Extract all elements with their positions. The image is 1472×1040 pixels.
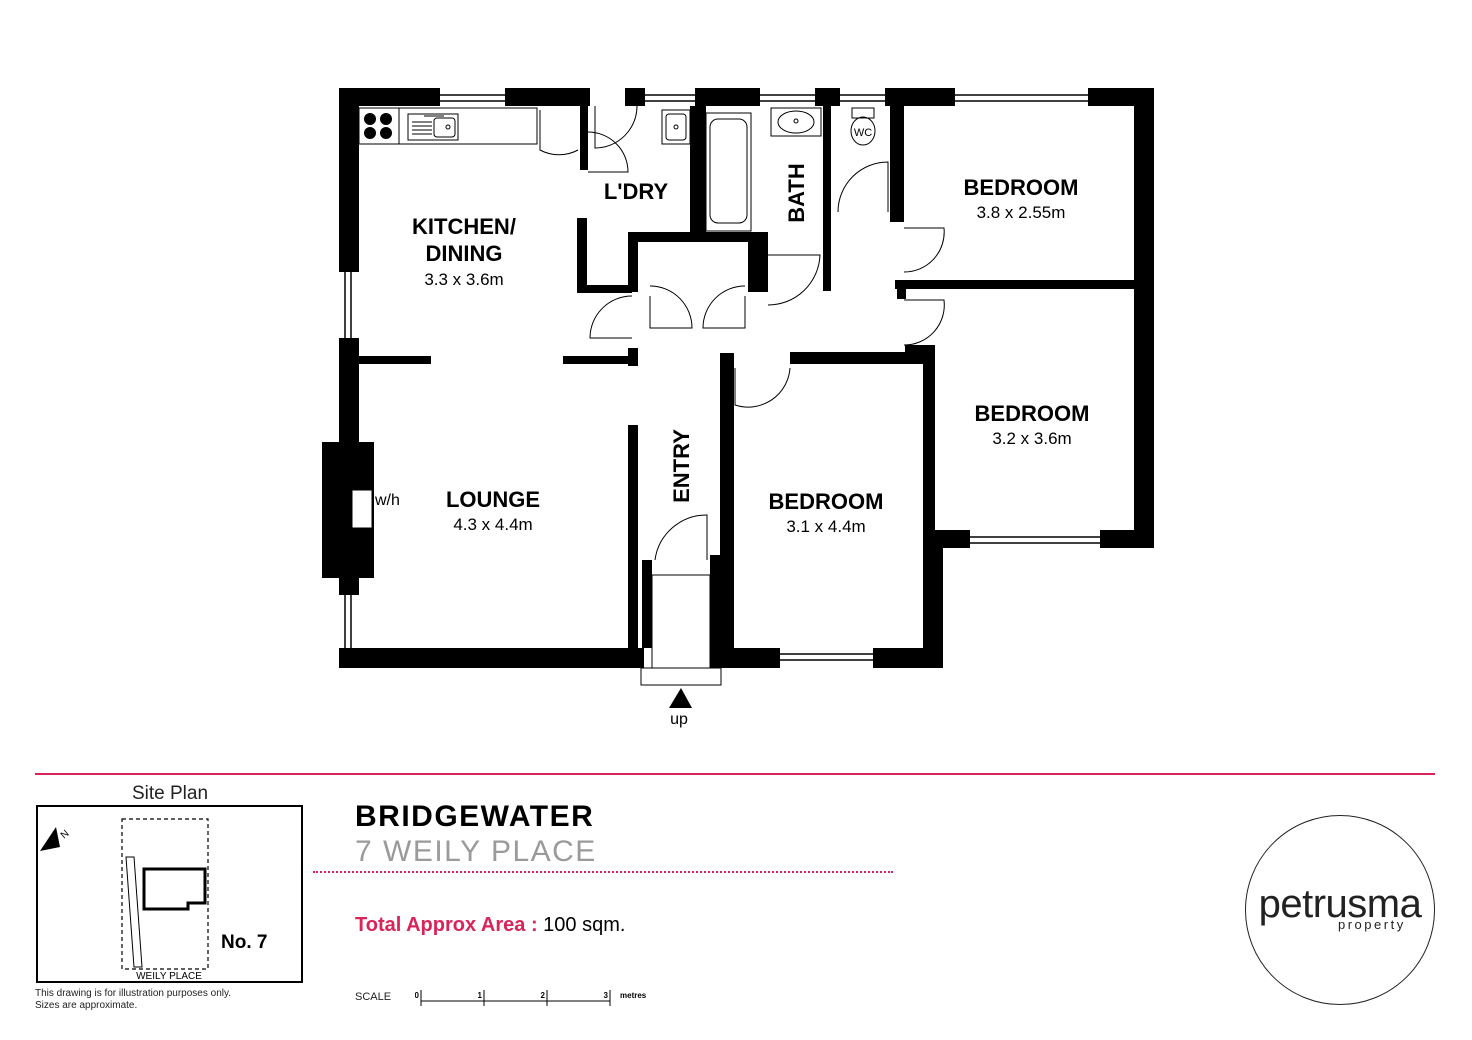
room-label-bedroom-1: BEDROOM — [964, 175, 1079, 200]
scale-unit: metres — [620, 991, 647, 1000]
entry-step — [640, 667, 722, 686]
bathtub-icon — [705, 112, 752, 232]
room-label-entry: ENTRY — [669, 429, 694, 503]
scale-label: SCALE — [355, 991, 392, 1003]
section-divider — [35, 773, 1435, 775]
petrusma-logo: petrusma property — [1245, 815, 1435, 1005]
site-street-label: WEILY PLACE — [136, 971, 202, 981]
site-plan-drawing: N WEILY PLACE — [40, 818, 209, 981]
total-area-value: 100 sqm. — [537, 914, 626, 936]
up-label: up — [670, 711, 688, 728]
toilet-icon — [850, 107, 876, 146]
room-label-wc: WC — [854, 127, 872, 139]
fixtures — [351, 107, 876, 708]
room-label-bedroom-3: BEDROOM — [769, 489, 884, 514]
title-underline — [313, 871, 893, 873]
up-arrow-icon — [669, 688, 692, 708]
scale-bar: 0 1 2 3 metres — [415, 990, 647, 1006]
north-label: N — [59, 828, 72, 841]
doors — [539, 105, 945, 561]
room-label-laundry: L'DRY — [604, 179, 669, 204]
room-label-lounge: LOUNGE — [446, 487, 540, 512]
scale-tick-0: 0 — [415, 991, 420, 1000]
water-heater-label: w/h — [374, 492, 400, 509]
property-suburb: BRIDGEWATER — [355, 800, 595, 833]
disclaimer-line-1: This drawing is for illustration purpose… — [35, 988, 232, 999]
room-dims-bedroom-2: 3.2 x 3.6m — [992, 429, 1071, 448]
site-plan-box: N WEILY PLACE — [36, 805, 303, 983]
logo-sub: property — [1338, 917, 1406, 932]
north-arrow-icon — [40, 827, 60, 851]
room-dims-lounge: 4.3 x 4.4m — [453, 515, 532, 534]
lot-boundary — [121, 818, 209, 970]
disclaimer-line-2: Sizes are approximate. — [35, 1000, 138, 1011]
floor-plan: KITCHEN/ DINING 3.3 x 3.6m L'DRY BATH WC… — [322, 88, 1154, 728]
scale-tick-3: 3 — [604, 991, 609, 1000]
windows — [344, 94, 1100, 661]
fireplace-icon — [351, 489, 373, 529]
room-dims-bedroom-1: 3.8 x 2.55m — [977, 203, 1066, 222]
room-label-dining: DINING — [426, 241, 503, 266]
driveway — [125, 856, 143, 968]
scale-tick-2: 2 — [541, 991, 546, 1000]
room-dims-kitchen: 3.3 x 3.6m — [424, 270, 503, 289]
room-dims-bedroom-3: 3.1 x 4.4m — [786, 517, 865, 536]
total-area-label: Total Approx Area : — [355, 914, 538, 936]
entry-landing — [651, 574, 711, 669]
room-label-kitchen: KITCHEN/ — [412, 214, 516, 239]
property-address: 7 WEILY PLACE — [355, 835, 597, 868]
lot-number: No. 7 — [221, 932, 268, 953]
total-area: Total Approx Area : 100 sqm. — [355, 914, 625, 937]
stove-icon — [358, 107, 400, 145]
disclaimer: This drawing is for illustration purpose… — [35, 988, 231, 1012]
room-label-bedroom-2: BEDROOM — [975, 401, 1090, 426]
sink-icon — [407, 113, 459, 141]
logo-name: petrusma — [1258, 882, 1422, 926]
room-label-bath: BATH — [784, 163, 809, 222]
walls — [322, 88, 1154, 668]
site-plan-title: Site Plan — [131, 783, 209, 804]
laundry-tub-icon — [661, 109, 691, 145]
house-footprint — [142, 867, 207, 911]
scale-tick-1: 1 — [478, 991, 483, 1000]
basin-icon — [770, 107, 822, 137]
